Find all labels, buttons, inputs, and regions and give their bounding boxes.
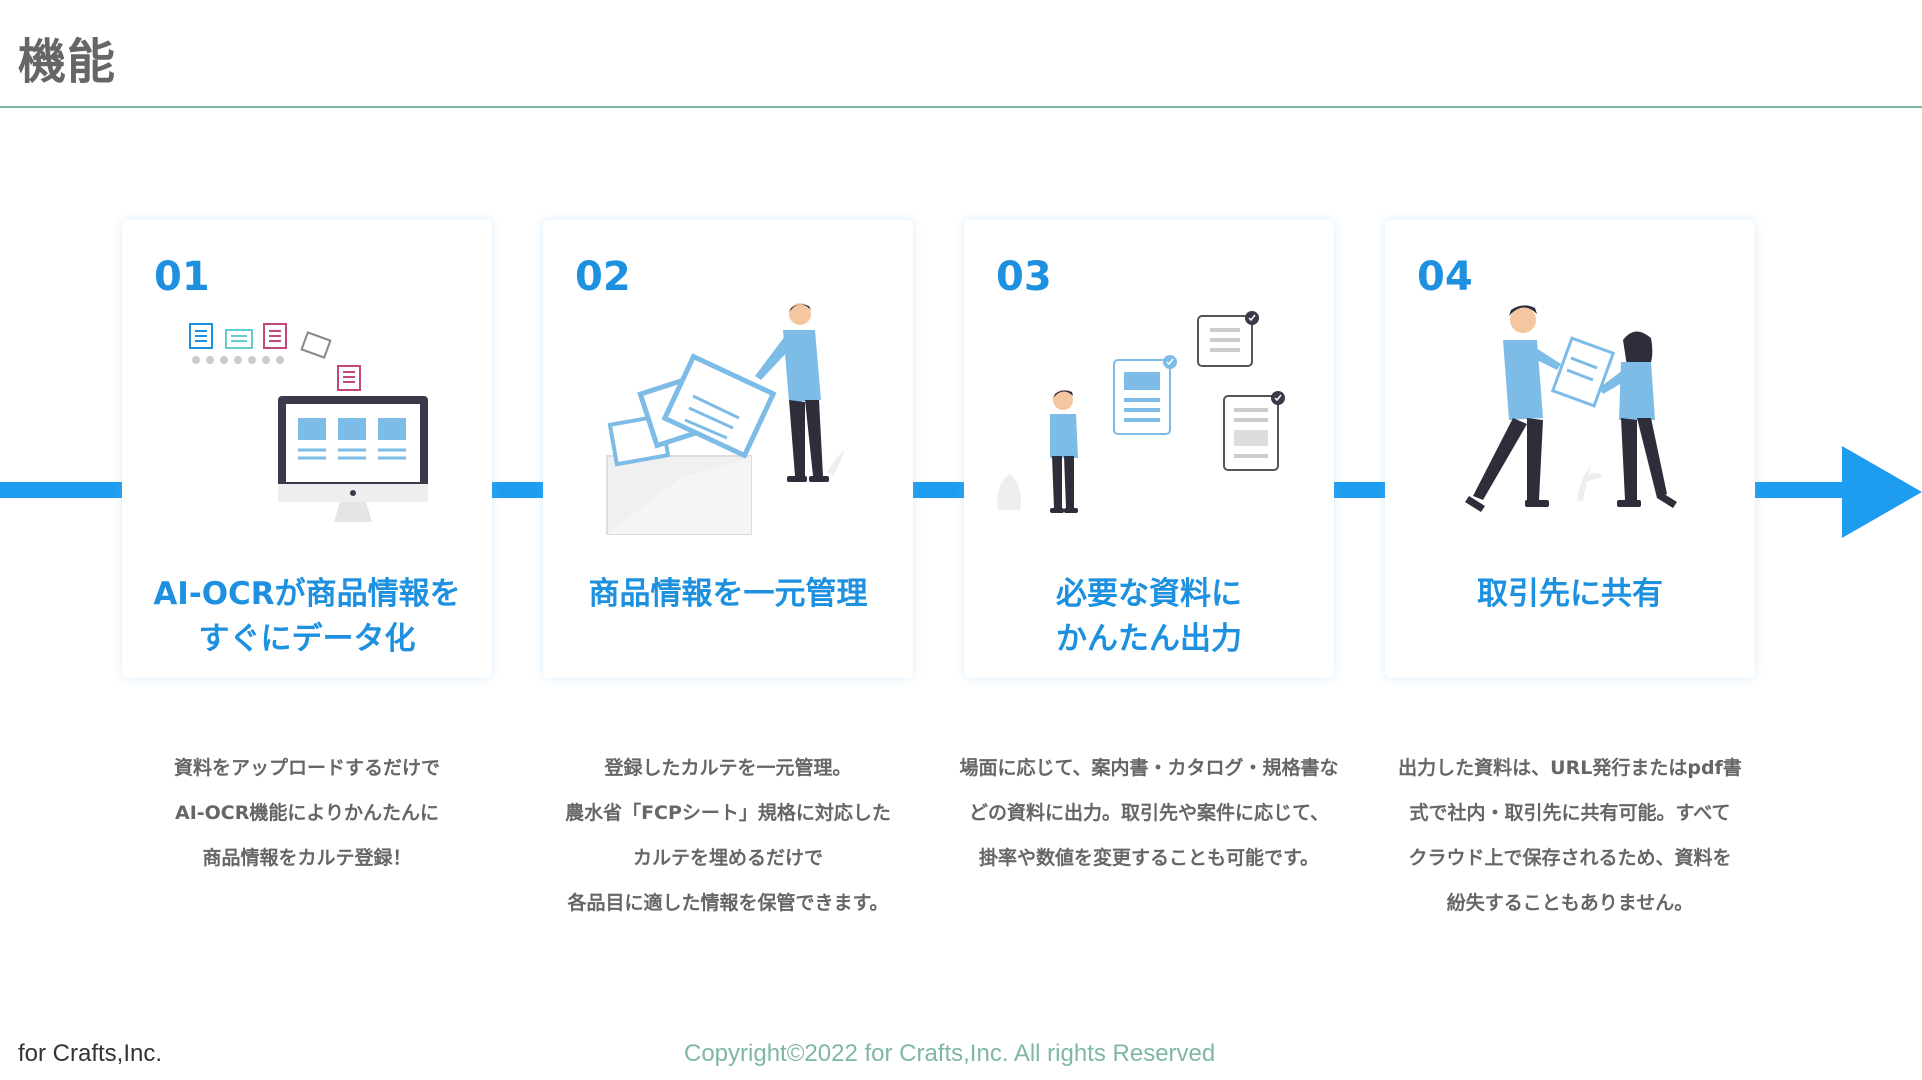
- step-number: 04: [1417, 254, 1473, 300]
- step-title-line: AI-OCRが商品情報を: [122, 572, 492, 617]
- footer-copyright: Copyright©2022 for Crafts,Inc. All right…: [684, 1040, 1215, 1068]
- description-line: 出力した資料は、URL発行またはpdf書: [1365, 746, 1775, 791]
- step-title: 商品情報を一元管理: [543, 572, 913, 617]
- step-description-04: 出力した資料は、URL発行またはpdf書 式で社内・取引先に共有可能。すべて ク…: [1365, 746, 1775, 926]
- step-number: 03: [996, 254, 1052, 300]
- step-title: AI-OCRが商品情報を すぐにデータ化: [122, 572, 492, 662]
- description-line: 登録したカルテを一元管理。: [523, 746, 933, 791]
- step-description-02: 登録したカルテを一元管理。 農水省「FCPシート」規格に対応した カルテを埋める…: [523, 746, 933, 926]
- flow-line-segment: [1333, 482, 1385, 498]
- step-number: 02: [575, 254, 631, 300]
- step-title-line: 取引先に共有: [1385, 572, 1755, 617]
- description-line: 農水省「FCPシート」規格に対応した: [523, 791, 933, 836]
- description-line: 紛失することもありません。: [1365, 881, 1775, 926]
- step-title-line: 商品情報を一元管理: [543, 572, 913, 617]
- footer-company: for Crafts,Inc.: [18, 1040, 162, 1068]
- page-title: 機能: [18, 22, 116, 92]
- description-line: 資料をアップロードするだけで: [102, 746, 512, 791]
- description-line: 場面に応じて、案内書・カタログ・規格書な: [944, 746, 1354, 791]
- step-title: 取引先に共有: [1385, 572, 1755, 617]
- flow-line-segment: [491, 482, 543, 498]
- flow-line-segment: [1754, 482, 1846, 498]
- step-card-02: 02 商品情報を一元管理: [543, 220, 913, 678]
- description-line: 商品情報をカルテ登録！: [102, 836, 512, 881]
- step-title-line: 必要な資料に: [964, 572, 1334, 617]
- step-description-01: 資料をアップロードするだけで AI-OCR機能によりかんたんに 商品情報をカルテ…: [102, 746, 512, 881]
- arrow-head-icon: [1842, 446, 1922, 538]
- step-title-line: かんたん出力: [964, 617, 1334, 662]
- description-line: カルテを埋めるだけで: [523, 836, 933, 881]
- description-line: AI-OCR機能によりかんたんに: [102, 791, 512, 836]
- people-sharing-document-icon: [1385, 300, 1755, 550]
- step-title-line: すぐにデータ化: [122, 617, 492, 662]
- flow-line-segment: [0, 482, 124, 498]
- step-number: 01: [154, 254, 210, 300]
- step-card-01: 01: [122, 220, 492, 678]
- description-line: 掛率や数値を変更することも可能です。: [944, 836, 1354, 881]
- step-description-03: 場面に応じて、案内書・カタログ・規格書な どの資料に出力。取引先や案件に応じて、…: [944, 746, 1354, 881]
- description-line: クラウド上で保存されるため、資料を: [1365, 836, 1775, 881]
- step-card-04: 04 取引先に共有: [1385, 220, 1755, 678]
- person-filing-documents-icon: [543, 300, 913, 550]
- description-line: どの資料に出力。取引先や案件に応じて、: [944, 791, 1354, 836]
- monitor-documents-icon: [122, 300, 492, 550]
- person-with-documents-icon: [964, 300, 1334, 550]
- title-divider: [0, 106, 1922, 108]
- description-line: 式で社内・取引先に共有可能。すべて: [1365, 791, 1775, 836]
- description-line: 各品目に適した情報を保管できます。: [523, 881, 933, 926]
- flow-line-segment: [912, 482, 964, 498]
- step-title: 必要な資料に かんたん出力: [964, 572, 1334, 662]
- step-card-03: 03: [964, 220, 1334, 678]
